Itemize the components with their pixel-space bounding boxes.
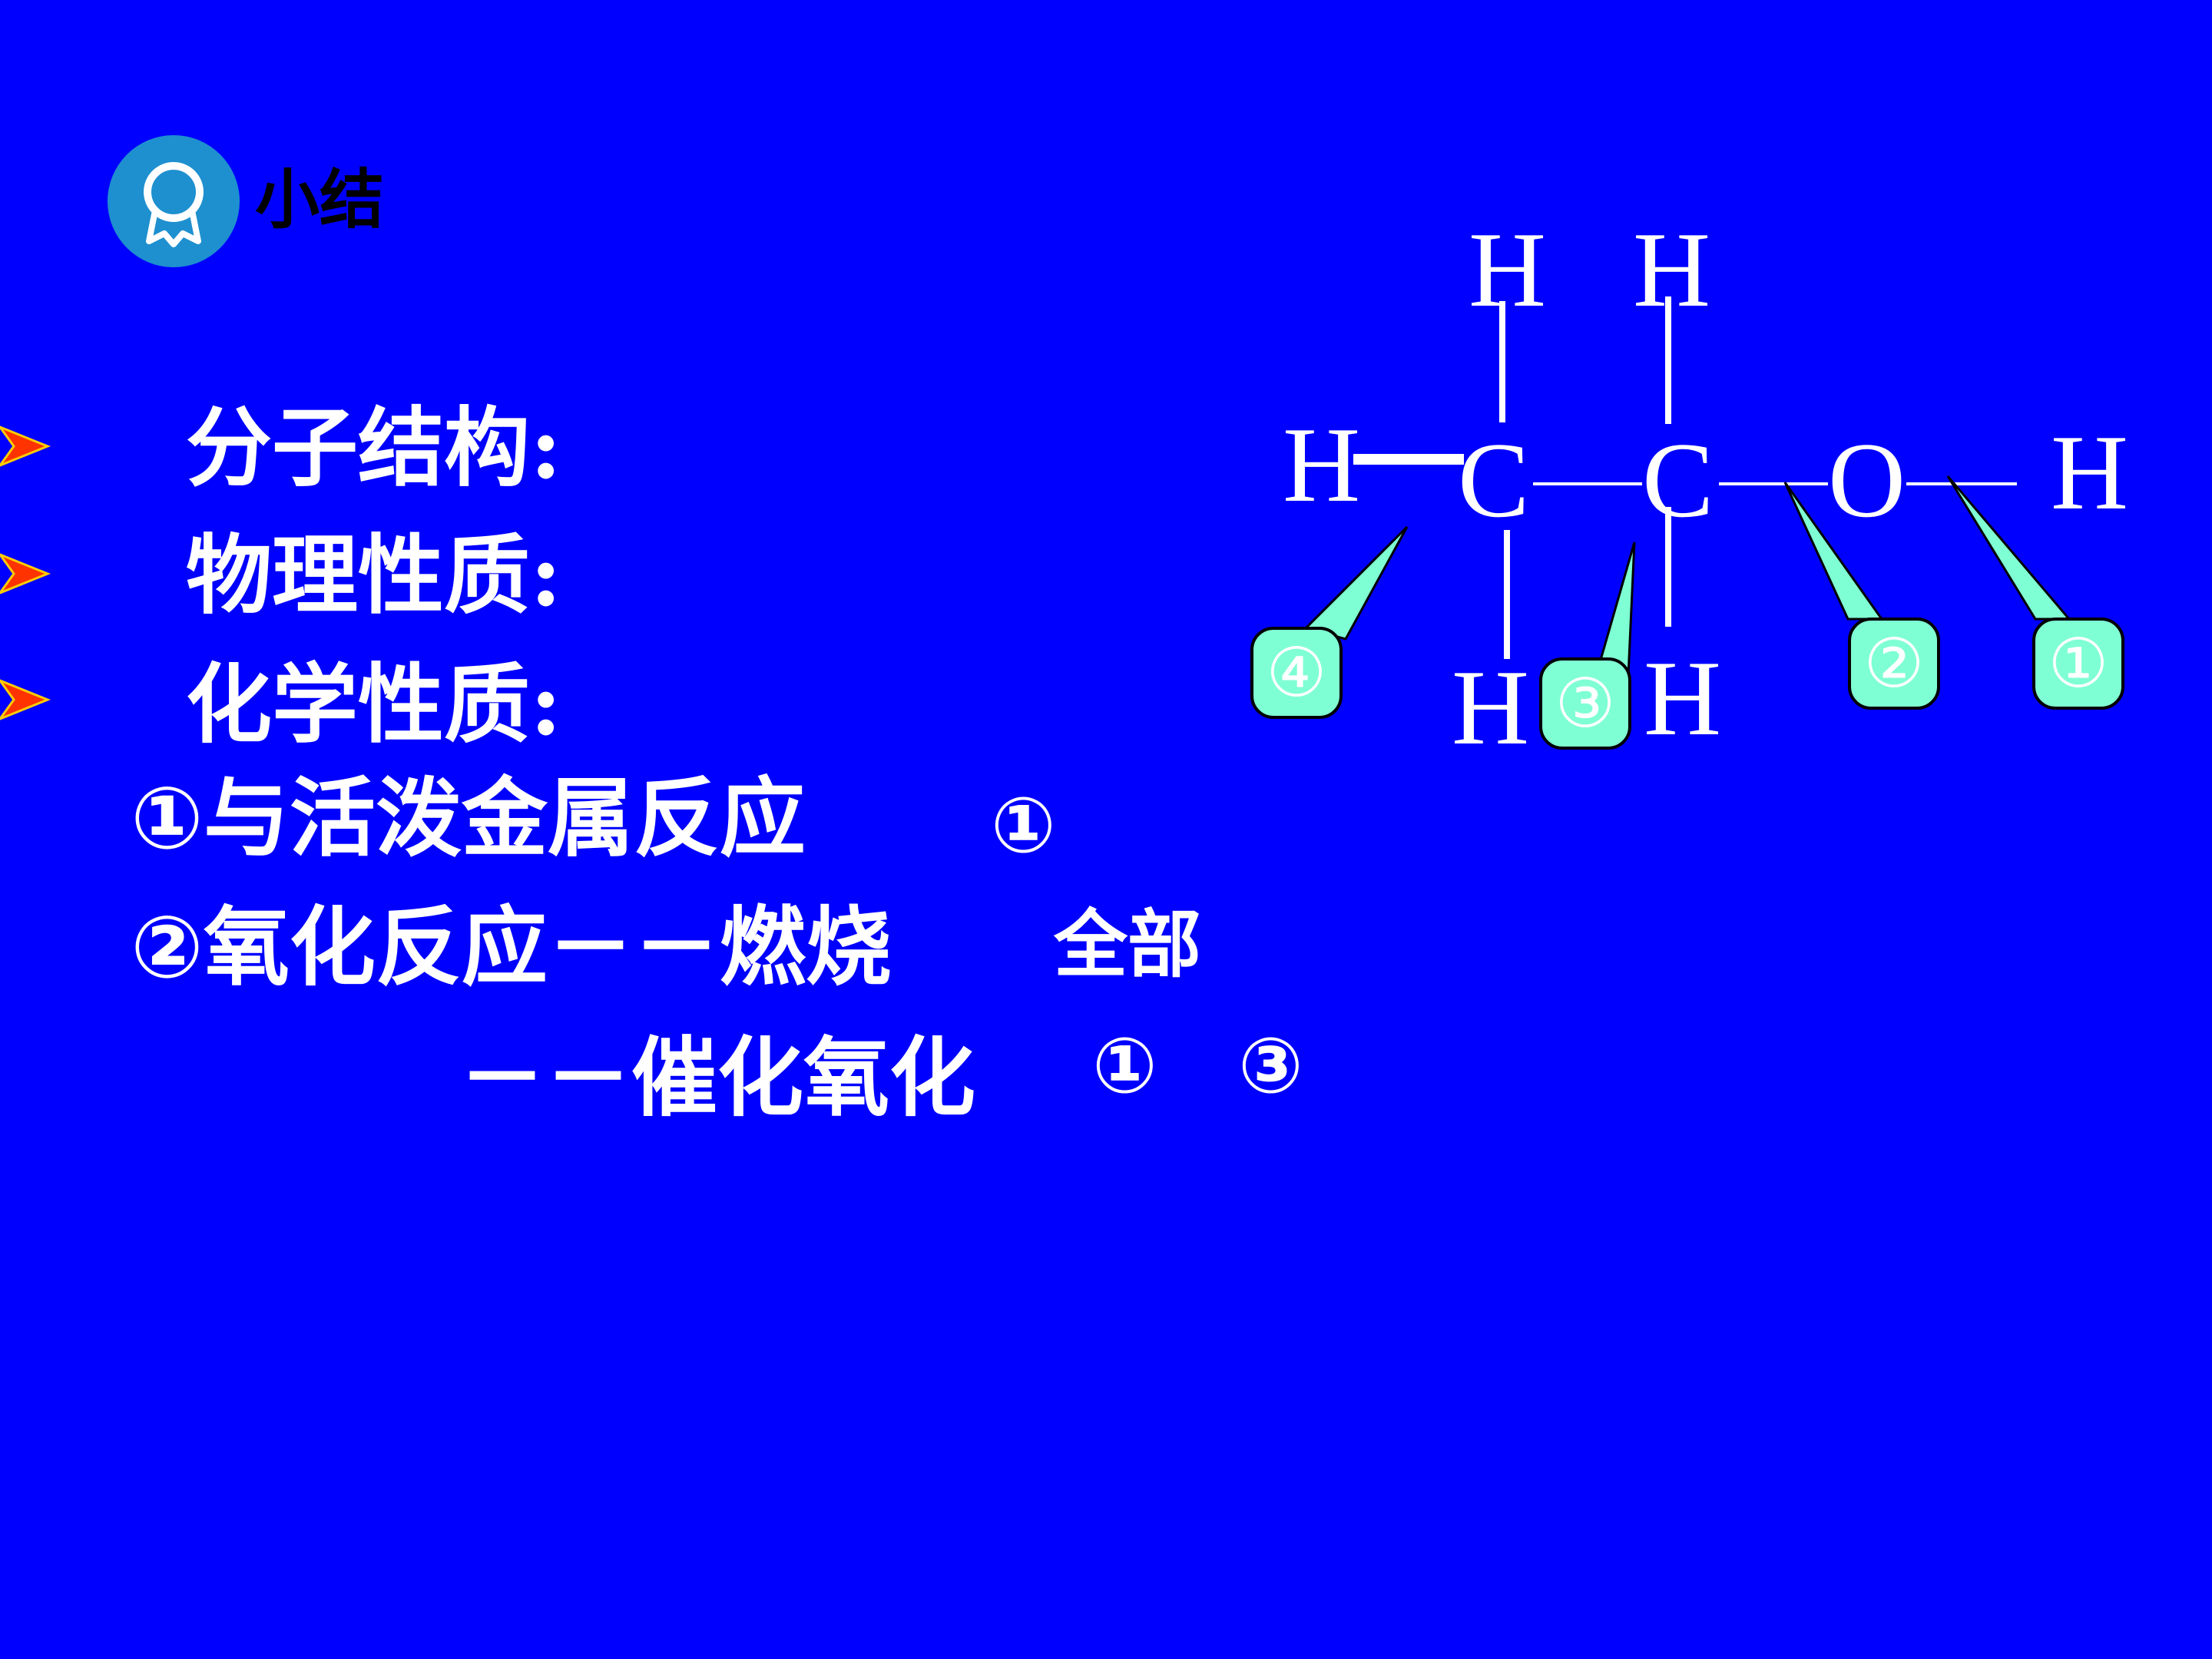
- atom-h-left: H: [1283, 406, 1361, 525]
- callout-3-label: ③: [1555, 664, 1616, 743]
- atom-h-bottom-left: H: [1452, 648, 1530, 767]
- slide-title: 小结: [255, 162, 385, 237]
- callout-1-label: ①: [2048, 624, 2109, 703]
- heading-physical-properties: 物理性质:: [186, 525, 562, 626]
- heading-molecular-structure: 分子结构:: [186, 398, 562, 498]
- atom-h-bottom-right: H: [1644, 639, 1722, 758]
- reaction-catalytic-bond-1: ①: [1092, 1021, 1157, 1111]
- atom-c1: C: [1458, 421, 1530, 540]
- callout-3-pointer: [1594, 541, 1636, 677]
- reaction-active-metal-bonds: ①: [991, 780, 1056, 870]
- callout-1-box: [2032, 618, 2124, 710]
- award-ribbon-icon: [108, 135, 240, 267]
- atom-o: O: [1828, 421, 1906, 540]
- callout-2-box: [1848, 618, 1940, 710]
- atom-h-right: H: [2051, 413, 2129, 532]
- bullet-arrow-icon: [0, 553, 51, 594]
- callout-4-box: [1250, 627, 1343, 719]
- bullet-arrow-icon: [0, 679, 51, 720]
- heading-chemical-properties: 化学性质:: [186, 654, 562, 755]
- reaction-catalytic-oxidation: －－催化氧化: [459, 1028, 975, 1128]
- callout-3-box: [1539, 657, 1631, 750]
- atom-h-top-left: H: [1469, 210, 1547, 329]
- reaction-combustion: ②氧化反应－－燃烧: [131, 898, 892, 998]
- callout-2-label: ②: [1863, 624, 1925, 703]
- reaction-catalytic-bond-3: ③: [1238, 1021, 1303, 1111]
- callout-4-pointer: [1303, 525, 1409, 641]
- callout-4-label: ④: [1266, 633, 1327, 712]
- bullet-arrow-icon: [0, 426, 51, 467]
- atom-h-top-right: H: [1633, 210, 1711, 329]
- reaction-active-metal: ①与活泼金属反应: [131, 769, 806, 869]
- atom-c2: C: [1642, 421, 1714, 540]
- reaction-combustion-bonds: 全部: [1054, 902, 1201, 988]
